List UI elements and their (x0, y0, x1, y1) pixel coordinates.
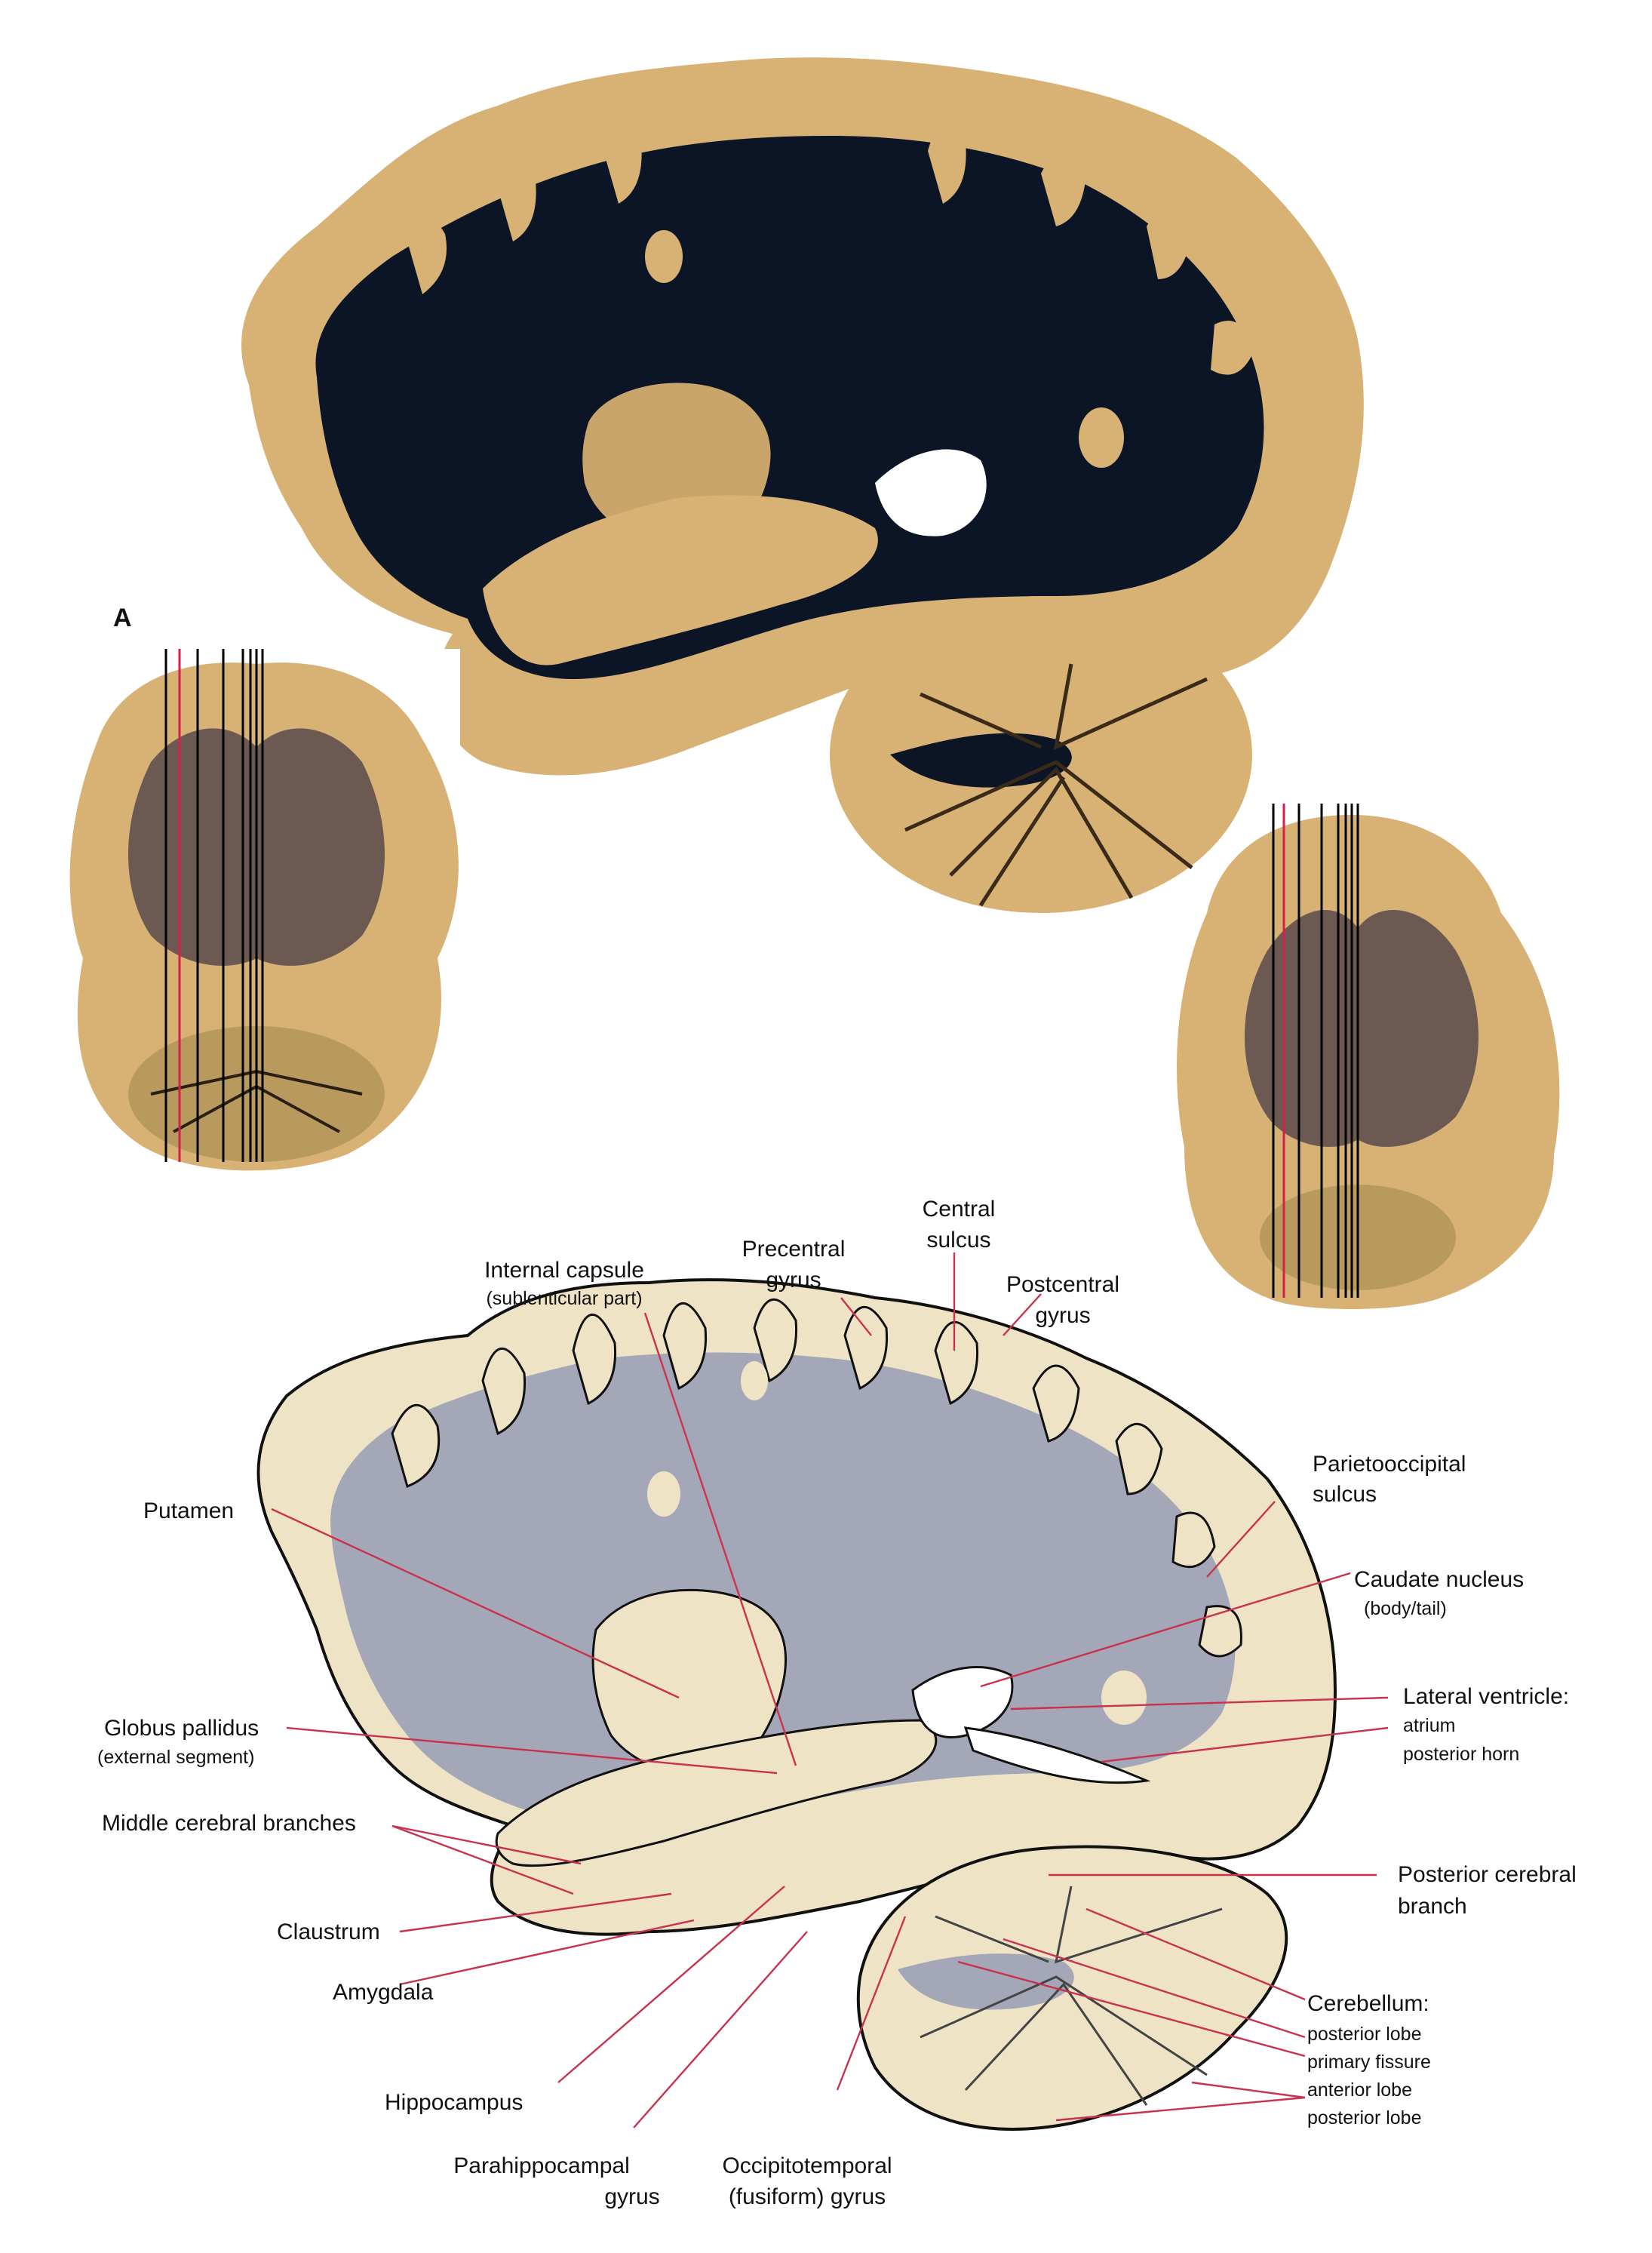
central-sulcus-label-line1: Central (923, 1197, 996, 1222)
parahippocampal-gyrus-label-line1: Parahippocampal (453, 2153, 629, 2178)
internal-capsule-label: Internal capsule (484, 1258, 644, 1283)
hippocampus-label: Hippocampus (385, 2090, 523, 2115)
labeled-drawing (256, 1278, 1337, 2131)
posterior-cerebral-branch-label-line1: Posterior cerebral (1398, 1862, 1577, 1887)
section-lines-left (164, 649, 264, 1162)
postcentral-gyrus-label-line1: Postcentral (1006, 1272, 1119, 1297)
middle-cerebral-branches-label: Middle cerebral branches (102, 1811, 356, 1836)
atrium-label: atrium (1403, 1715, 1455, 1736)
occipitotemporal-gyrus-label-line2: (fusiform) gyrus (729, 2184, 886, 2209)
cerebellum-label: Cerebellum: (1307, 1991, 1429, 2016)
occipitotemporal-gyrus-label-line1: Occipitotemporal (722, 2153, 892, 2178)
posterior-cerebral-branch-label-line2: branch (1398, 1894, 1467, 1919)
axial-section-right (1177, 804, 1560, 1309)
caudate-nucleus-label: Caudate nucleus (1354, 1567, 1524, 1592)
parietooccipital-sulcus-label-line2: sulcus (1313, 1482, 1377, 1507)
labels: Central sulcus Precentral gyrus Postcent… (97, 1197, 1577, 2209)
cerebellum-anterior-lobe-label: anterior lobe (1307, 2079, 1412, 2101)
parietooccipital-sulcus-label-line1: Parietooccipital (1313, 1452, 1466, 1477)
lateral-ventricle-label: Lateral ventricle: (1403, 1684, 1569, 1709)
globus-pallidus-sublabel: (external segment) (97, 1747, 254, 1768)
cerebellum-posterior-lobe-2-label: posterior lobe (1307, 2107, 1421, 2129)
posterior-horn-label: posterior horn (1403, 1744, 1519, 1765)
parahippocampal-gyrus-label-line2: gyrus (604, 2184, 659, 2209)
globus-pallidus-label: Globus pallidus (104, 1716, 259, 1741)
cerebellum-posterior-lobe-label: posterior lobe (1307, 2024, 1421, 2045)
stained-sagittal-section (241, 57, 1364, 913)
precentral-gyrus-label-line1: Precentral (742, 1237, 846, 1262)
precentral-gyrus-label-line2: gyrus (766, 1268, 821, 1292)
axial-section-left (53, 649, 460, 1171)
central-sulcus-label-line2: sulcus (926, 1228, 990, 1253)
amygdala-label: Amygdala (333, 1980, 434, 2005)
panel-letter: A (113, 604, 132, 632)
caudate-nucleus-sublabel: (body/tail) (1364, 1598, 1447, 1619)
claustrum-label: Claustrum (277, 1920, 380, 1944)
leader-lines (271, 1253, 1389, 2129)
section-lines-right (1272, 804, 1359, 1298)
internal-capsule-sublabel: (sublenticular part) (486, 1288, 642, 1309)
putamen-label: Putamen (143, 1498, 234, 1523)
postcentral-gyrus-label-line2: gyrus (1035, 1303, 1090, 1328)
cerebellum-primary-fissure-label: primary fissure (1307, 2052, 1431, 2073)
